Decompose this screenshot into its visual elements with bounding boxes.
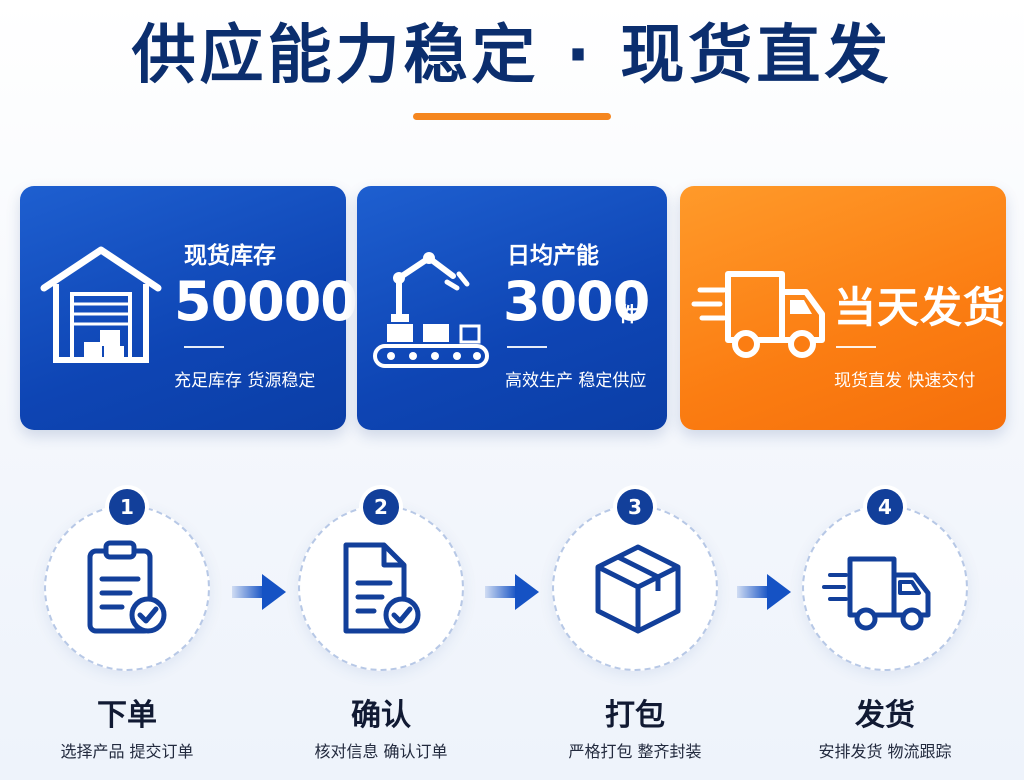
- step-pack-description: 严格打包 整齐封装: [568, 742, 702, 761]
- step-number-badge: 1: [109, 489, 145, 525]
- step-order-title: 下单: [97, 698, 157, 733]
- step-order: 1: [44, 489, 210, 671]
- arrow-right-icon: [485, 574, 539, 610]
- page-title: 供应能力稳定 · 现货直发: [131, 19, 893, 93]
- step-order-description: 选择产品 提交订单: [60, 742, 194, 761]
- arrow-right-icon: [232, 574, 286, 610]
- step-number-badge: 2: [363, 489, 399, 525]
- step-confirm: 2: [298, 489, 464, 671]
- document-check-icon: [343, 542, 421, 634]
- capacity-card: 日均产能 3000 件 高效生产 稳定供应: [357, 186, 667, 430]
- ship-label: 当天发货: [834, 283, 1007, 332]
- warehouse-icon: [40, 246, 162, 363]
- package-box-icon: [595, 544, 681, 634]
- step-number-badge: 4: [867, 489, 903, 525]
- step-ship-title: 发货: [855, 698, 915, 733]
- title-underline: [413, 113, 611, 120]
- clipboard-check-icon: [87, 540, 167, 634]
- delivery-truck-icon: [822, 556, 931, 631]
- ship-divider: [836, 346, 876, 348]
- step-confirm-description: 核对信息 确认订单: [314, 742, 448, 761]
- capacity-unit: 件: [619, 302, 639, 326]
- stock-description: 充足库存 货源稳定: [174, 371, 316, 391]
- ship-card: 当天发货 现货直发 快速交付: [680, 186, 1006, 430]
- capacity-value: 3000: [503, 270, 650, 333]
- ship-description: 现货直发 快速交付: [834, 371, 976, 391]
- step-pack-title: 打包: [605, 698, 665, 733]
- robot-arm-conveyor-icon: [373, 252, 489, 368]
- arrow-right-icon: [737, 574, 791, 610]
- step-circle: [298, 505, 464, 671]
- capacity-description: 高效生产 稳定供应: [505, 371, 647, 391]
- step-ship-description: 安排发货 物流跟踪: [818, 742, 952, 761]
- stock-card: 现货库存 50000+ 充足库存 货源稳定: [20, 186, 402, 430]
- stock-label: 现货库存: [184, 243, 276, 269]
- step-ship: 4: [802, 489, 968, 671]
- capacity-divider: [507, 346, 547, 348]
- stock-divider: [184, 346, 224, 348]
- step-confirm-title: 确认: [351, 698, 411, 733]
- step-pack: 3: [552, 489, 718, 671]
- delivery-truck-icon: [691, 271, 825, 358]
- capacity-label: 日均产能: [507, 243, 599, 269]
- step-number-badge: 3: [617, 489, 653, 525]
- step-circle: [44, 505, 210, 671]
